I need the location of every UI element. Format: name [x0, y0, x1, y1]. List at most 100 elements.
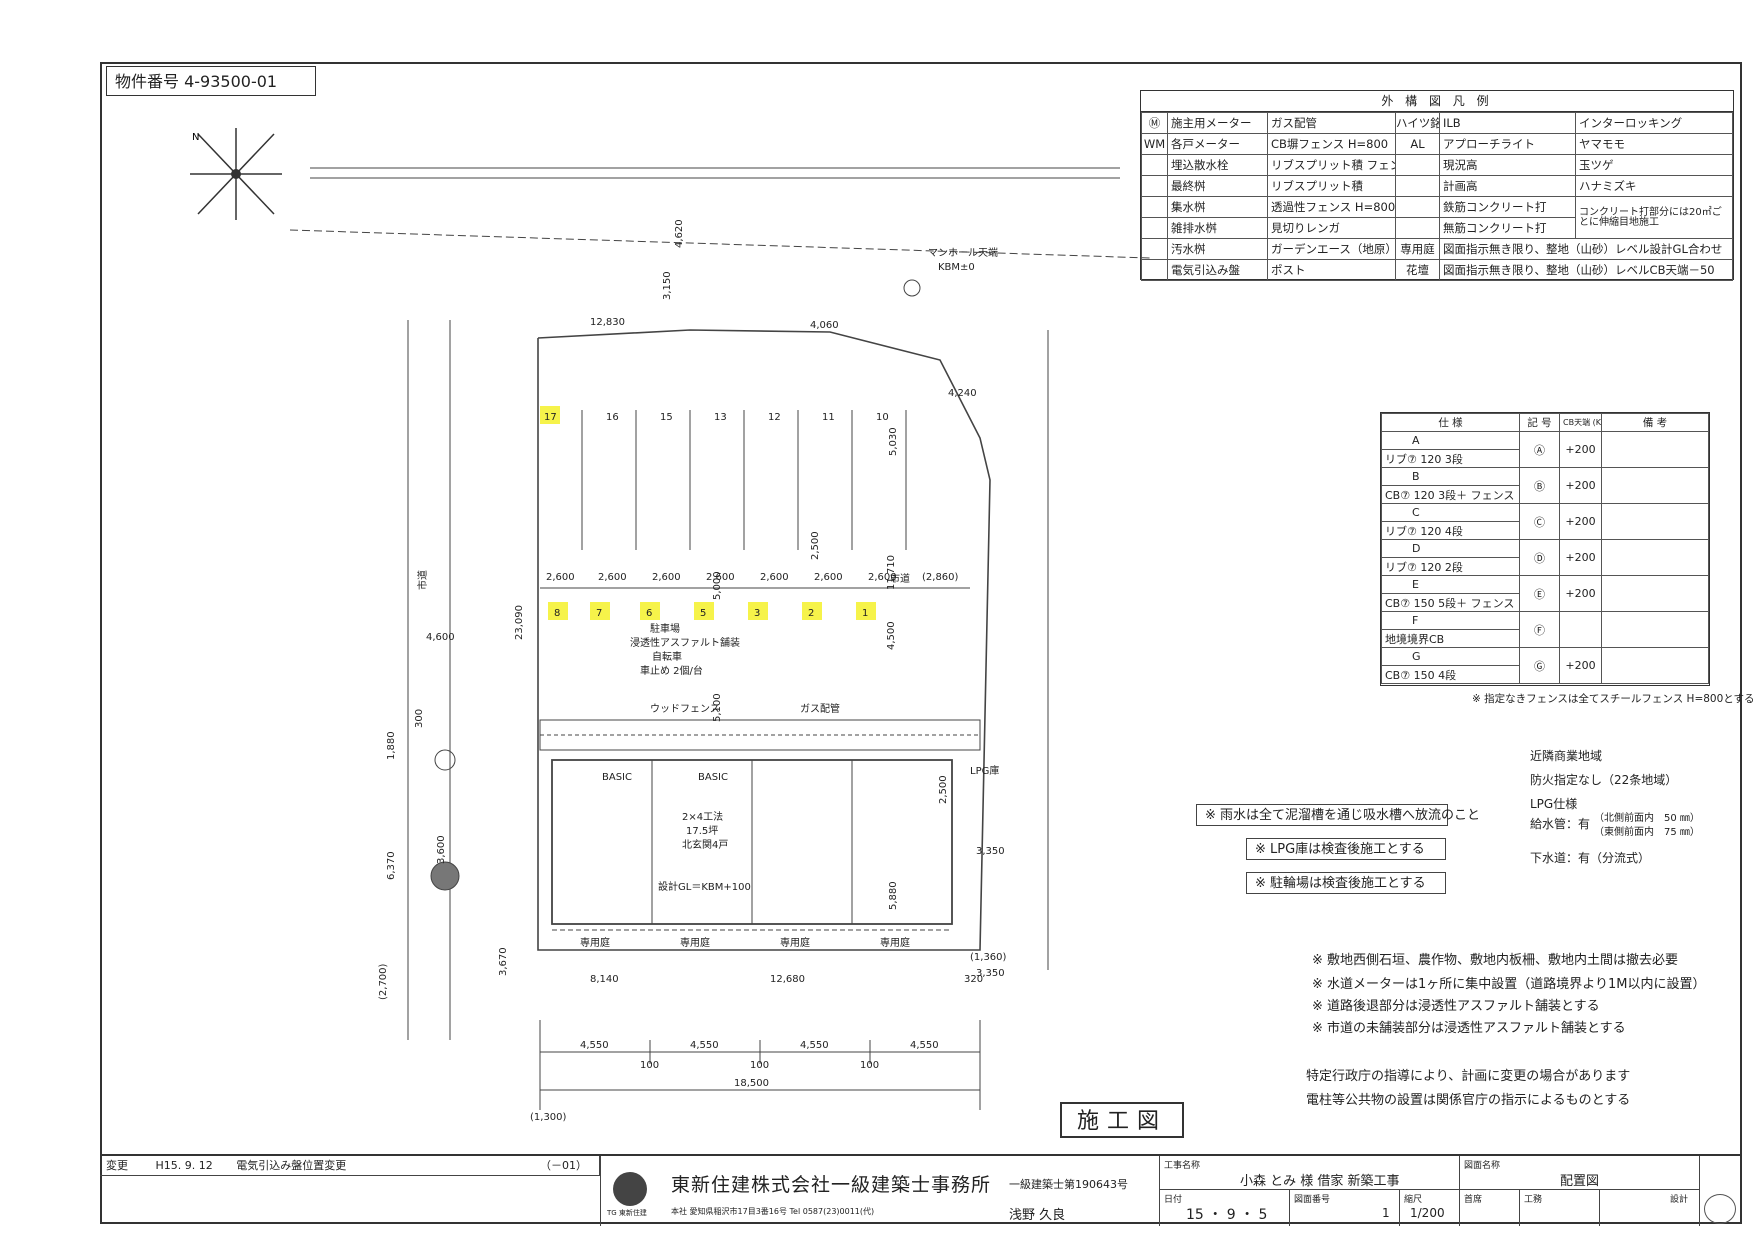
- span-2: 4,550: [690, 1040, 719, 1051]
- legend-item: 各戸メーター: [1167, 133, 1268, 155]
- spec-mark: Ⓕ: [1519, 611, 1560, 648]
- note-lpg: ※ LPG庫は検査後施工とする: [1246, 838, 1446, 860]
- spec-name: B: [1381, 467, 1520, 486]
- spec-desc: リブ⑦ 120 4段: [1381, 521, 1520, 540]
- spec-remarks: [1601, 431, 1709, 468]
- spec-level: +200: [1559, 539, 1602, 576]
- building-basic-1: BASIC: [602, 772, 632, 783]
- stall-12: 12: [768, 412, 781, 423]
- legend-item-3: ハナミズキ: [1575, 175, 1733, 197]
- spec-remarks: [1601, 467, 1709, 504]
- note-4: ※ 市道の未舗装部分は浸透性アスファルト舗装とする: [1312, 1021, 1626, 1036]
- dim-3350-b: 3,350: [976, 968, 1005, 979]
- dim-4240: 4,240: [948, 388, 977, 399]
- bay-width-4: 2,600: [706, 572, 735, 583]
- legend-line-item: リブスプリット積 フェンス H=800: [1267, 154, 1396, 176]
- legend-row: 汚水桝ガーデンエース（地原）専用庭図面指示無き限り、整地（山砂）レベル設計GL合…: [1141, 238, 1733, 260]
- stall-8: 8: [554, 608, 560, 619]
- garden-4: 専用庭: [880, 936, 910, 949]
- spec-header-level: CB天端 (KBM+): [1559, 413, 1602, 432]
- legend-line-item: ポスト: [1267, 259, 1396, 281]
- construction-drawing-stamp: 施工図: [1060, 1102, 1184, 1138]
- label-city-road-east: 市道: [890, 572, 910, 585]
- legend-item-3: 玉ツゲ: [1575, 154, 1733, 176]
- dim-bottom-left: 8,140: [590, 974, 619, 985]
- legend-item-3: コンクリート打部分には20㎡ごとに伸縮目地施工: [1575, 196, 1733, 239]
- building-method: 2×4工法: [682, 810, 723, 823]
- spec-name: C: [1381, 503, 1520, 522]
- gap-3: 100: [860, 1060, 879, 1071]
- bay-width-2: 2,600: [598, 572, 627, 583]
- label-wood-fence: ウッドフェンス: [650, 703, 720, 715]
- spec-remarks: [1601, 539, 1709, 576]
- spec-remarks: [1601, 503, 1709, 540]
- label-lpg: LPG庫: [970, 764, 999, 777]
- parking-desc-3: 車止め 2個/台: [640, 664, 703, 677]
- stall-17: 17: [544, 412, 557, 423]
- dim-2500: 2,500: [810, 531, 821, 560]
- span-1: 4,550: [580, 1040, 609, 1051]
- dim-3150: 3,150: [662, 271, 673, 300]
- site-plan: 12,830 4,060 4,620 3,150 23,090 4,600 市道…: [290, 167, 1150, 1123]
- note-3: ※ 道路後退部分は浸透性アスファルト舗装とする: [1312, 999, 1600, 1014]
- manhole-label: マンホール天端: [928, 246, 998, 259]
- legend-line-item: 見切りレンガ: [1267, 217, 1396, 239]
- lot-edge: (1,300): [530, 1112, 567, 1123]
- legend-line-item: 透過性フェンス H=800: [1267, 196, 1396, 218]
- spec-level: [1559, 611, 1602, 648]
- legend-line-item: ガス配管: [1267, 112, 1396, 134]
- stall-16: 16: [606, 412, 619, 423]
- spec-header-spec: 仕 様: [1381, 413, 1520, 432]
- check-label: 工務: [1524, 1195, 1543, 1205]
- gap-1: 100: [640, 1060, 659, 1071]
- stall-2: 2: [808, 608, 814, 619]
- change-label: 変更: [106, 1159, 128, 1172]
- legend-symbol-2: [1395, 217, 1440, 239]
- stall-1: 1: [862, 608, 868, 619]
- drawing-name: 配置図: [1560, 1174, 1600, 1189]
- zoning-water: 給水管：有: [1530, 817, 1591, 831]
- legend-symbol-2: [1395, 196, 1440, 218]
- building-area: 17.5坪: [686, 824, 718, 837]
- garden-3: 専用庭: [780, 936, 810, 949]
- legend-item: 雑排水桝: [1167, 217, 1268, 239]
- spec-mark: Ⓒ: [1519, 503, 1560, 540]
- company-address: 本社 愛知県稲沢市17目3番16号 Tel 0587(23)0011(代): [671, 1207, 875, 1216]
- dim-1880: 1,880: [386, 731, 397, 760]
- legend-symbol: WM: [1141, 133, 1168, 155]
- garden-1: 専用庭: [580, 936, 610, 949]
- spec-level: +200: [1559, 503, 1602, 540]
- spec-desc: CB⑦ 150 4段: [1381, 665, 1520, 684]
- stall-3: 3: [754, 608, 760, 619]
- spec-mark: Ⓐ: [1519, 431, 1560, 468]
- note-rainwater: ※ 雨水は全て泥溜槽を通じ吸水槽へ放流のこと: [1196, 804, 1480, 826]
- spec-desc: CB⑦ 150 5段＋ フェンス: [1381, 593, 1520, 612]
- spec-name: E: [1381, 575, 1520, 594]
- license-number: 一級建築士第190643号: [1009, 1178, 1128, 1191]
- dim-top-2: 4,060: [810, 320, 839, 331]
- spec-header-remarks: 備 考: [1601, 413, 1709, 432]
- legend-item-2: 鉄筋コンクリート打: [1439, 196, 1576, 218]
- legend-item-3: インターロッキング: [1575, 112, 1733, 134]
- dim-5100: 5,100: [712, 693, 723, 722]
- legend-table: 外 構 図 凡 例 Ⓜ施主用メーターガス配管ハイツ銘板ILBインターロッキングW…: [1140, 90, 1734, 281]
- manhole-level: KBM±0: [938, 262, 975, 273]
- dim-2500-b: 2,500: [938, 775, 949, 804]
- spec-footnote: ※ 指定なきフェンスは全てスチールフェンス H=800とする: [1472, 693, 1754, 705]
- building-basic-2: BASIC: [698, 772, 728, 783]
- dim-5880: 5,880: [888, 881, 899, 910]
- spec-row-desc: CB⑦ 150 4段: [1381, 665, 1709, 684]
- legend-line-item: CB塀フェンス H=800: [1267, 133, 1396, 155]
- parking-desc-2: 自転車: [652, 650, 682, 663]
- zoning-water-north: （北側前面内 50 ㎜）: [1594, 813, 1700, 824]
- dim-3670: 3,670: [498, 947, 509, 976]
- spec-row-desc: CB⑦ 150 5段＋ フェンス: [1381, 593, 1709, 612]
- zoning-area: 近隣商業地域: [1530, 749, 1603, 763]
- stall-10: 10: [876, 412, 889, 423]
- legend-symbol-2: [1395, 175, 1440, 197]
